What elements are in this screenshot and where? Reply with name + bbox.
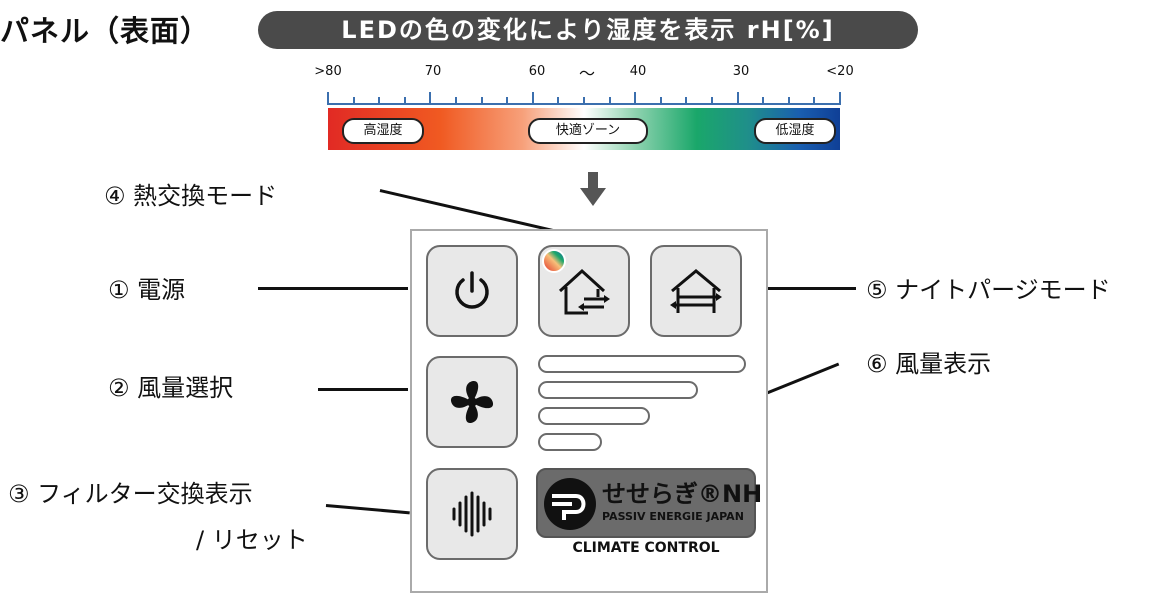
- label-power: ① 電源: [108, 276, 186, 304]
- leader-power: [258, 287, 408, 290]
- down-arrow-icon: [580, 172, 606, 206]
- power-icon: [455, 271, 489, 309]
- fan-level-bar-4: [538, 355, 746, 373]
- night-purge-button[interactable]: [650, 245, 742, 337]
- label-filter-reset: / リセット: [196, 526, 308, 554]
- humidity-banner: LEDの色の変化により湿度を表示 rH[%]: [258, 11, 918, 49]
- scale-tick: [480, 97, 483, 105]
- tick-label-60: 60: [528, 64, 546, 79]
- scale-tick: [378, 97, 381, 105]
- scale-tick: [429, 92, 432, 105]
- scale-tick: [583, 97, 585, 105]
- zone-high-humidity: 高湿度: [342, 118, 424, 144]
- logo-p-icon: [544, 478, 596, 530]
- scale-tick: [531, 92, 534, 105]
- fan-icon: [450, 380, 494, 424]
- fan-select-button[interactable]: [426, 356, 518, 448]
- label-filter: ③ フィルター交換表示: [8, 480, 253, 508]
- power-button[interactable]: [426, 245, 518, 337]
- label-fan-display: ⑥ 風量表示: [866, 350, 992, 378]
- leader-fan-select: [318, 388, 408, 391]
- page-title: パネル（表面）: [0, 14, 211, 48]
- brand-logo: せせらぎ®NH PASSIV ENERGIE JAPAN CLIMATE CON…: [536, 468, 762, 560]
- leader-night-purge: [756, 287, 856, 290]
- scale-tick: [659, 97, 662, 105]
- scale-tick: [403, 97, 406, 105]
- tick-label-80: >80: [314, 64, 342, 79]
- scale-tick: [634, 92, 637, 105]
- sound-wave-icon: [452, 491, 492, 537]
- zone-comfort: 快適ゾーン: [528, 118, 648, 144]
- fan-level-bar-3: [538, 381, 698, 399]
- scale-tick: [762, 97, 765, 105]
- label-heat-exchange: ④ 熱交換モード: [104, 182, 278, 210]
- scale-tick: [685, 97, 688, 105]
- scale-tick: [813, 97, 816, 105]
- scale-tick: [557, 97, 560, 105]
- logo-brand: せせらぎ®NH: [602, 480, 763, 508]
- leader-heat-exchange: [379, 189, 554, 233]
- leader-filter: [325, 504, 410, 515]
- fan-level-bar-1: [538, 433, 602, 451]
- scale-tick: [711, 97, 713, 105]
- tick-label-20: <20: [826, 64, 854, 79]
- fan-level-bar-2: [538, 407, 650, 425]
- house-exchange-icon: [558, 268, 610, 315]
- scale-tick: [327, 92, 329, 105]
- house-arrows-icon: [670, 269, 722, 313]
- logo-subtitle: PASSIV ENERGIE JAPAN: [602, 510, 744, 523]
- scale-tick: [506, 97, 509, 105]
- scale-tick: [352, 97, 355, 105]
- tick-label-tilde: ～: [578, 64, 596, 83]
- tick-label-40: 40: [629, 64, 647, 79]
- label-fan-select: ② 風量選択: [108, 374, 234, 402]
- scale-tick: [787, 97, 790, 105]
- color-dot-icon: [542, 249, 566, 273]
- zone-low-humidity: 低湿度: [754, 118, 836, 144]
- scale-tick: [608, 97, 611, 105]
- filter-reset-button[interactable]: [426, 468, 518, 560]
- tick-label-70: 70: [424, 64, 442, 79]
- tick-label-30: 30: [732, 64, 750, 79]
- label-night-purge: ⑤ ナイトパージモード: [866, 276, 1111, 304]
- scale-tick: [736, 92, 739, 105]
- logo-climate-control: CLIMATE CONTROL: [572, 540, 720, 556]
- scale-tick: [455, 97, 457, 105]
- scale-tick: [839, 92, 841, 105]
